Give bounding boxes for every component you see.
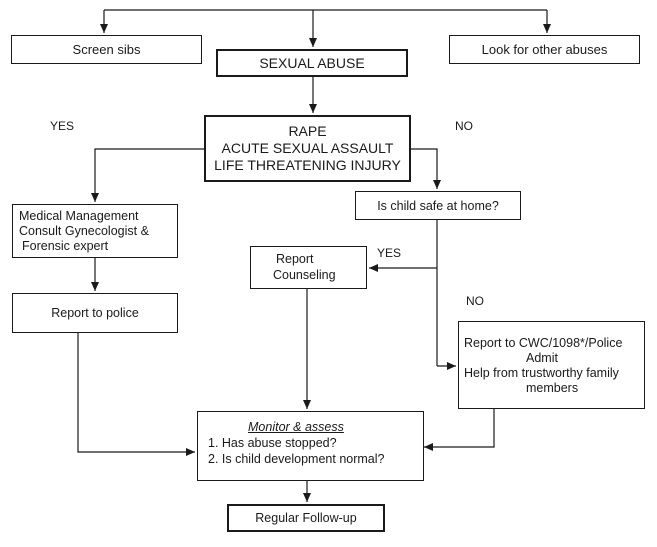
- yes-label-middle: YES: [377, 246, 402, 260]
- report-counseling-line-1: Report: [276, 252, 314, 266]
- sexual-abuse-box: SEXUAL ABUSE: [216, 49, 408, 77]
- screen-sibs-box: Screen sibs: [11, 35, 202, 64]
- rape-line-3: LIFE THREATENING INJURY: [214, 157, 401, 173]
- cwc-line-1: Report to CWC/1098*/Police: [464, 336, 623, 350]
- monitor-assess-box: Monitor & assess 1. Has abuse stopped? 2…: [197, 411, 424, 481]
- medical-line-1: Medical Management: [19, 209, 139, 223]
- monitor-item-2: 2. Is child development normal?: [208, 452, 385, 466]
- rape-assault-box: RAPE ACUTE SEXUAL ASSAULT LIFE THREATENI…: [204, 115, 411, 182]
- cwc-line-2: Admit: [526, 351, 558, 365]
- report-police-box: Report to police: [12, 293, 178, 333]
- rape-line-2: ACUTE SEXUAL ASSAULT: [221, 140, 394, 156]
- rape-line-1: RAPE: [288, 123, 327, 139]
- safe-at-home-text: Is child safe at home?: [377, 198, 499, 213]
- medical-line-2: Consult Gynecologist &: [19, 224, 149, 238]
- report-counseling-box: Report Counseling: [250, 246, 367, 289]
- look-other-abuses-text: Look for other abuses: [481, 42, 608, 57]
- yes-label-left: YES: [50, 119, 75, 133]
- arrow-no-to-safe-home: [411, 148, 441, 189]
- screen-sibs-text: Screen sibs: [72, 42, 141, 57]
- cwc-line-3: Help from trustworthy family: [464, 366, 619, 380]
- medical-line-3: Forensic expert: [22, 239, 109, 253]
- sexual-abuse-text: SEXUAL ABUSE: [259, 55, 365, 71]
- report-counseling-line-2: Counseling: [273, 268, 336, 282]
- report-police-text: Report to police: [51, 306, 139, 320]
- regular-followup-box: Regular Follow-up: [227, 504, 385, 532]
- monitor-item-1: 1. Has abuse stopped?: [208, 436, 337, 450]
- safe-at-home-box: Is child safe at home?: [355, 191, 521, 220]
- look-other-abuses-box: Look for other abuses: [449, 35, 640, 64]
- cwc-line-4: members: [526, 381, 579, 395]
- cwc-police-box: Report to CWC/1098*/Police Admit Help fr…: [458, 321, 645, 409]
- arrow-cwc-to-monitor: [424, 409, 495, 451]
- medical-management-box: Medical Management Consult Gynecologist …: [12, 204, 178, 258]
- arrow-yes-to-medical: [91, 148, 204, 202]
- arrow-police-to-monitor: [77, 333, 195, 456]
- no-label-middle: NO: [466, 294, 484, 308]
- regular-followup-text: Regular Follow-up: [255, 511, 357, 525]
- no-label-right: NO: [455, 119, 473, 133]
- monitor-title: Monitor & assess: [248, 420, 344, 434]
